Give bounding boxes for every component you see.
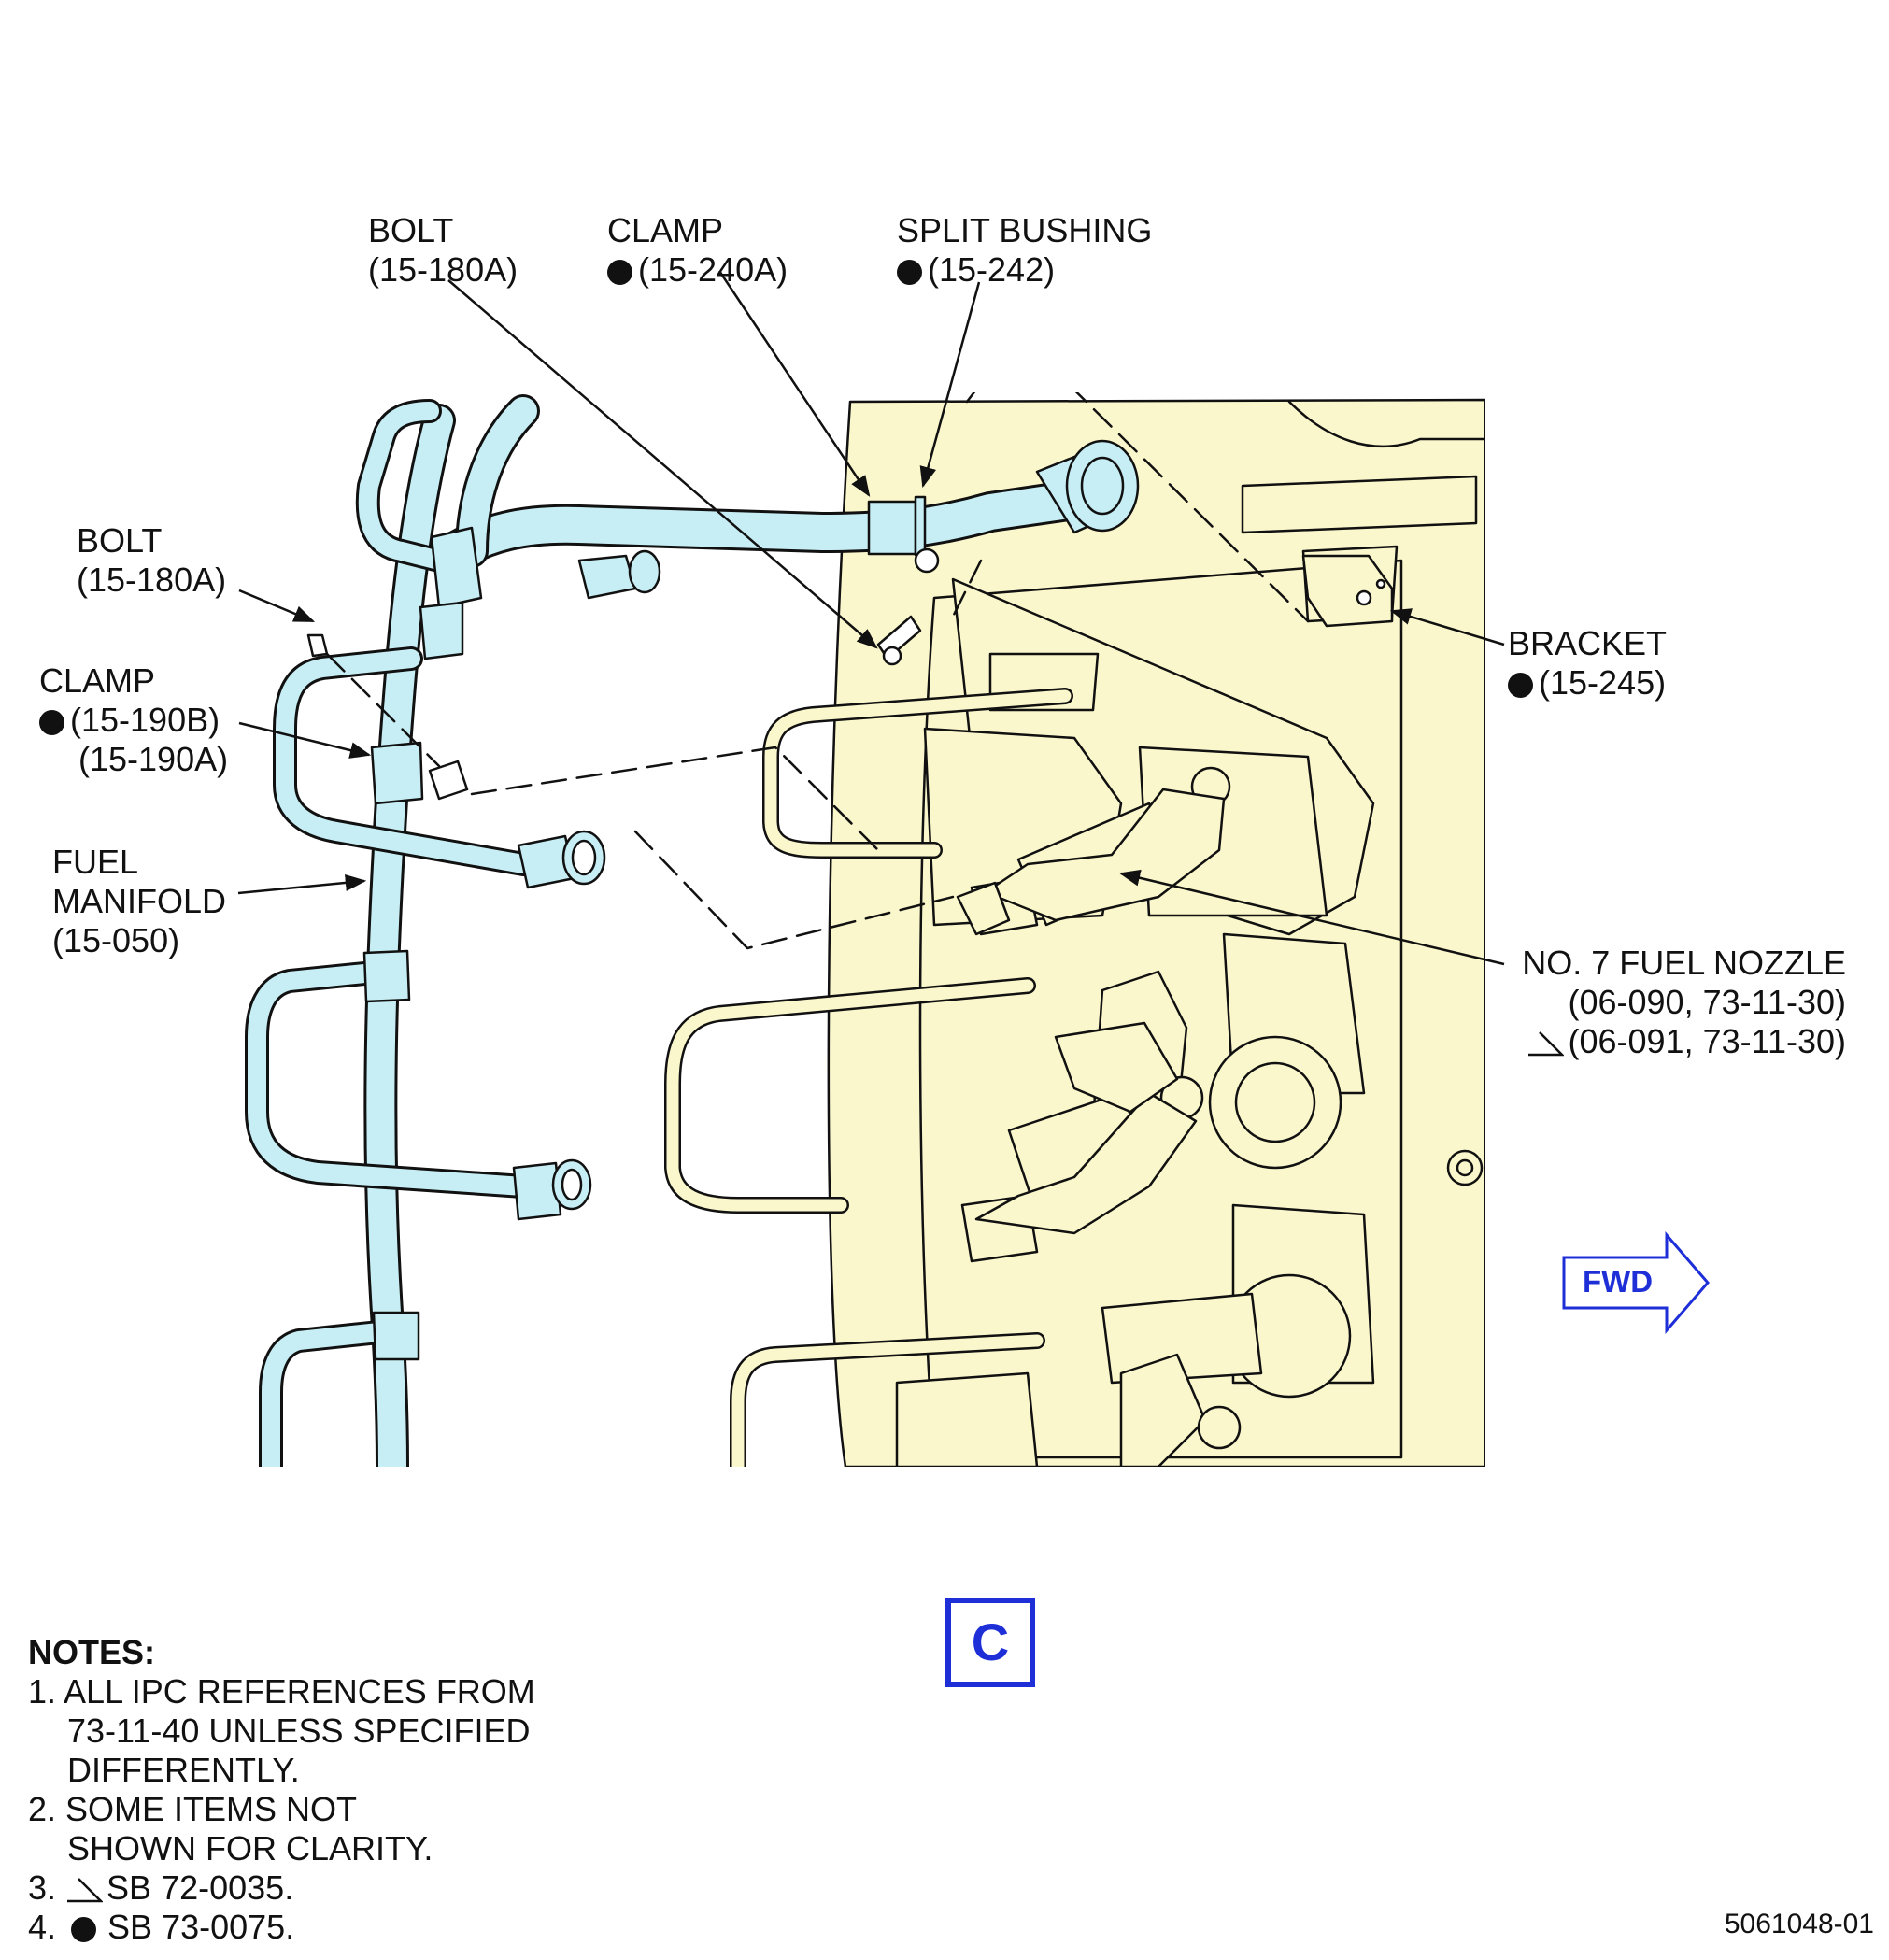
clamp-left-ref1: (15-190B) bbox=[70, 701, 220, 739]
leader-arrows bbox=[237, 270, 1505, 966]
sb-73-0075-dot-icon bbox=[39, 710, 64, 735]
bolt-left-ref: (15-180A) bbox=[77, 561, 227, 599]
engine-case bbox=[664, 398, 1485, 1467]
label-fuel-manifold: FUEL MANIFOLD (15-050) bbox=[52, 843, 226, 960]
label-fuel-nozzle: NO. 7 FUEL NOZZLE (06-090, 73-11-30) (06… bbox=[1508, 944, 1846, 1061]
bracket-name: BRACKET bbox=[1508, 624, 1668, 662]
notes-block: NOTES: 1. ALL IPC REFERENCES FROM 73-11-… bbox=[28, 1633, 535, 1947]
label-split-bushing: SPLIT BUSHING (15-242) bbox=[897, 211, 1152, 290]
dashed-leaders bbox=[325, 392, 1310, 950]
split-bushing-ref: (15-242) bbox=[928, 250, 1056, 289]
figure-number: 5061048-01 bbox=[1724, 1909, 1874, 1939]
bolt-top-name: BOLT bbox=[368, 211, 454, 249]
fuel-manifold-line2: MANIFOLD bbox=[52, 882, 227, 920]
note-4-text: SB 73-0075. bbox=[107, 1908, 295, 1946]
sb-73-0075-dot-icon bbox=[897, 260, 922, 285]
label-bracket: BRACKET (15-245) bbox=[1508, 624, 1667, 703]
note-2-line-1: 2. SOME ITEMS NOT bbox=[28, 1790, 358, 1828]
fuel-manifold-line1: FUEL bbox=[52, 843, 139, 881]
manifold-fittings bbox=[306, 439, 1140, 1361]
bracket-ref: (15-245) bbox=[1539, 663, 1667, 702]
clamp-top-name: CLAMP bbox=[607, 211, 724, 249]
clamp-top-ref: (15-240A) bbox=[638, 250, 788, 289]
note-2-line-2: SHOWN FOR CLARITY. bbox=[67, 1829, 433, 1868]
fuel-nozzle-ref2: (06-091, 73-11-30) bbox=[1568, 1022, 1846, 1060]
fuel-nozzle-name: NO. 7 FUEL NOZZLE bbox=[1522, 944, 1846, 982]
forward-arrow-icon bbox=[1562, 1231, 1710, 1334]
note-4: 4. SB 73-0075. bbox=[28, 1908, 535, 1947]
notes-title: NOTES: bbox=[28, 1633, 156, 1671]
note-1-line-3: DIFFERENTLY. bbox=[67, 1751, 300, 1789]
fuel-manifold-ref: (15-050) bbox=[52, 921, 180, 959]
note-3-text: SB 72-0035. bbox=[107, 1868, 294, 1907]
fuel-nozzle-ref1: (06-090, 73-11-30) bbox=[1568, 983, 1846, 1021]
note-1-line-2: 73-11-40 UNLESS SPECIFIED bbox=[67, 1711, 531, 1750]
small-hardware bbox=[428, 547, 940, 801]
bolt-top-ref: (15-180A) bbox=[368, 250, 518, 289]
sb-72-0035-triangle-icon bbox=[1528, 1031, 1565, 1057]
label-clamp-top: CLAMP (15-240A) bbox=[607, 211, 788, 290]
sb-73-0075-dot-icon bbox=[71, 1917, 97, 1942]
label-clamp-left: CLAMP (15-190B) (15-190A) bbox=[39, 661, 228, 779]
forward-label: FWD bbox=[1583, 1264, 1654, 1299]
sb-73-0075-dot-icon bbox=[1508, 673, 1533, 698]
note-3-number: 3. bbox=[28, 1868, 57, 1907]
clamp-left-ref2: (15-190A) bbox=[78, 740, 229, 778]
note-4-number: 4. bbox=[28, 1908, 57, 1946]
label-bolt-left: BOLT (15-180A) bbox=[77, 521, 226, 600]
view-label: C bbox=[945, 1598, 1035, 1687]
split-bushing-name: SPLIT BUSHING bbox=[897, 211, 1153, 249]
clamp-left-name: CLAMP bbox=[39, 661, 156, 700]
label-bolt-top: BOLT (15-180A) bbox=[368, 211, 518, 290]
sb-72-0035-triangle-icon bbox=[67, 1878, 104, 1903]
bolt-left-name: BOLT bbox=[77, 521, 163, 560]
sb-73-0075-dot-icon bbox=[607, 260, 632, 285]
note-3: 3. SB 72-0035. bbox=[28, 1868, 535, 1908]
note-1-line-1: 1. ALL IPC REFERENCES FROM bbox=[28, 1672, 535, 1711]
